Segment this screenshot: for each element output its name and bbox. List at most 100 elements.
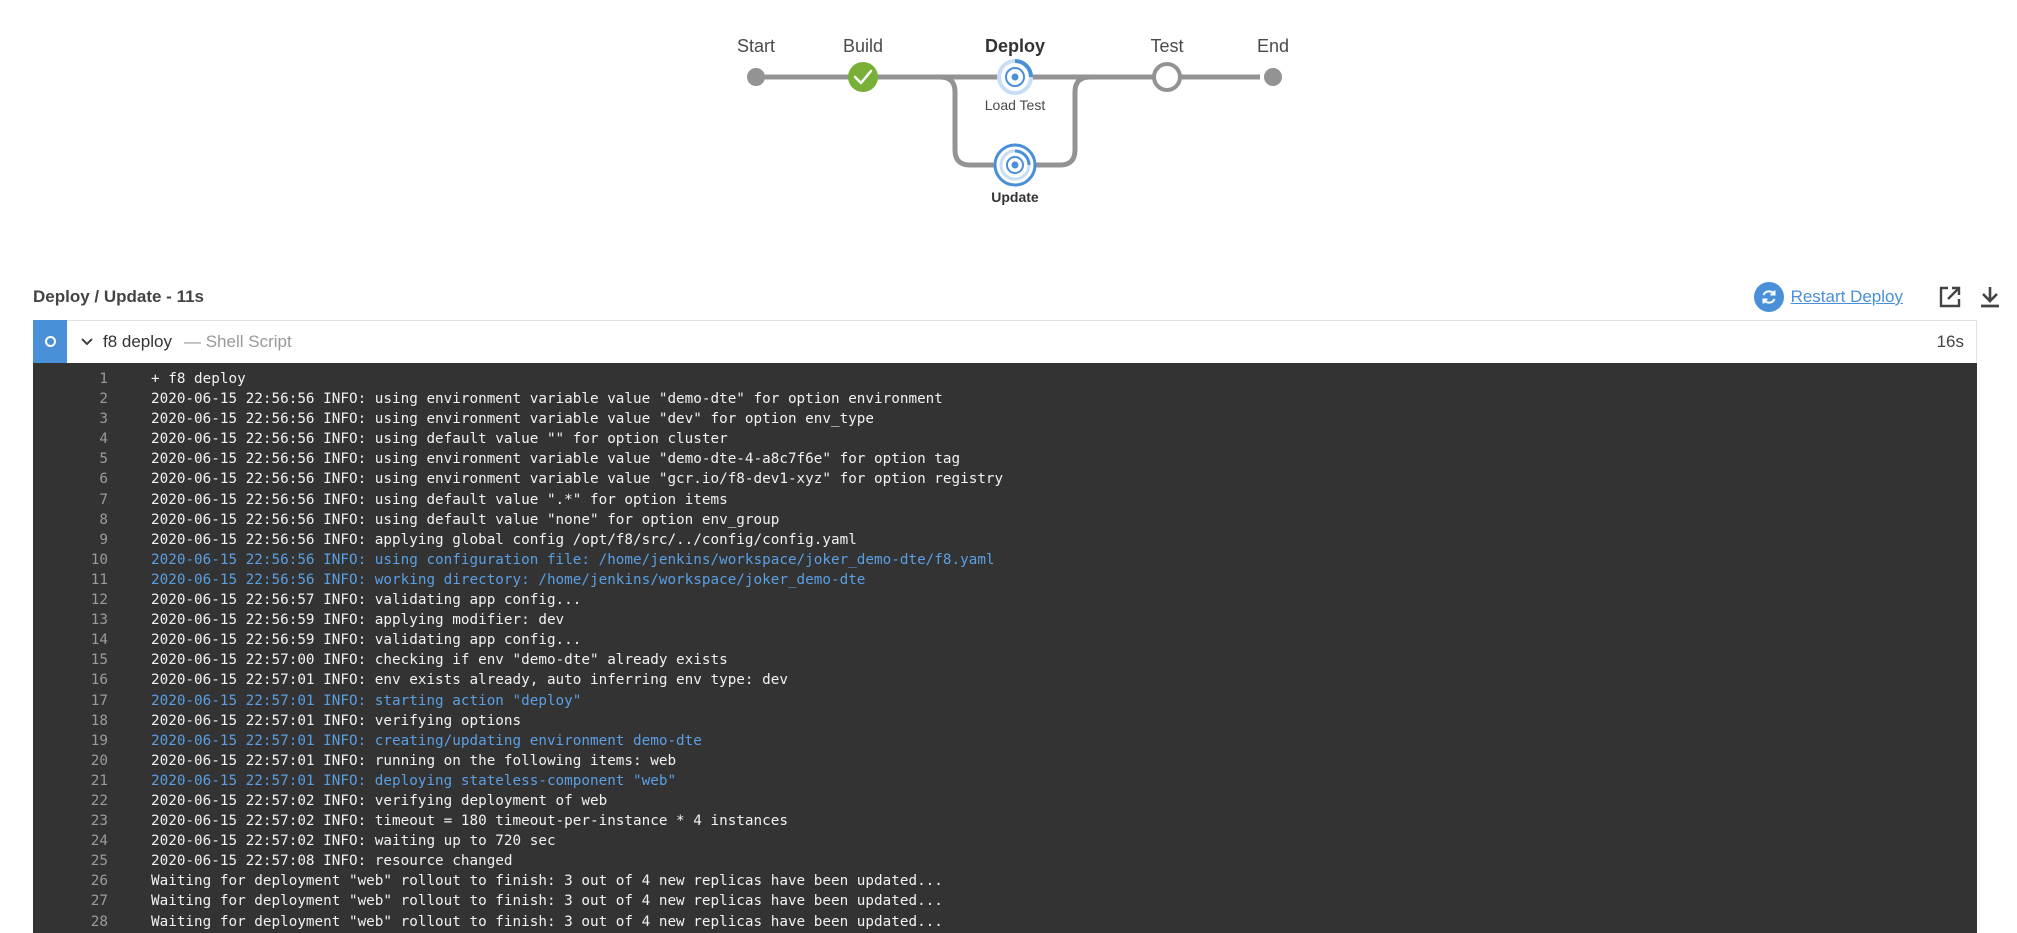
log-line-number[interactable]: 4 (99, 431, 108, 448)
log-line-number[interactable]: 3 (99, 411, 108, 428)
log-line-text: + f8 deploy (151, 371, 246, 387)
log-line-text: 2020-06-15 22:57:01 INFO: running on the… (151, 752, 677, 769)
log-line: 14 2020-06-15 22:56:59 INFO: validating a… (33, 630, 1977, 650)
log-line-text: 2020-06-15 22:56:56 INFO: using environm… (151, 451, 961, 468)
stage-end-node[interactable] (1264, 68, 1282, 86)
log-line-number[interactable]: 11 (90, 571, 108, 588)
log-line-text: 2020-06-15 22:57:01 INFO: creating/updat… (151, 732, 702, 749)
stage-label-start: Start (737, 36, 775, 56)
log-line-number[interactable]: 9 (99, 531, 108, 548)
log-line-number[interactable]: 8 (99, 511, 108, 528)
stage-build-node[interactable] (848, 62, 878, 92)
log-line-number[interactable]: 7 (99, 491, 108, 508)
log-line-text: 2020-06-15 22:56:56 INFO: working direct… (151, 571, 866, 588)
log-line-text: 2020-06-15 22:57:02 INFO: waiting up to … (151, 833, 556, 850)
log-console[interactable]: 1 + f8 deploy 2 2020-06-15 22:56:56 INFO: u… (33, 363, 1977, 933)
log-line: 12 2020-06-15 22:56:57 INFO: validating a… (33, 590, 1977, 610)
log-line: 26 Waiting for deployment "web" rollout t… (33, 871, 1977, 891)
log-line-number[interactable]: 14 (90, 632, 108, 649)
log-line-number[interactable]: 26 (90, 873, 108, 890)
log-line-text: 2020-06-15 22:57:00 INFO: checking if en… (151, 652, 728, 669)
log-line-text: Waiting for deployment "web" rollout to … (151, 873, 943, 890)
log-line: 13 2020-06-15 22:56:59 INFO: applying mod… (33, 610, 1977, 630)
log-line: 25 2020-06-15 22:57:08 INFO: resource cha… (33, 851, 1977, 871)
log-line: 11 2020-06-15 22:56:56 INFO: working dire… (33, 570, 1977, 590)
log-line: 19 2020-06-15 22:57:01 INFO: creating/upd… (33, 731, 1977, 751)
step-row[interactable]: f8 deploy — Shell Script 16s (33, 320, 1977, 363)
log-line: 5 2020-06-15 22:56:56 INFO: using environ… (33, 449, 1977, 469)
log-line-text: 2020-06-15 22:57:08 INFO: resource chang… (151, 853, 513, 870)
step-running-status-icon (33, 320, 67, 363)
log-line-number[interactable]: 27 (90, 893, 108, 910)
stage-update-node[interactable] (993, 143, 1037, 187)
log-line: 2 2020-06-15 22:56:56 INFO: using environ… (33, 389, 1977, 409)
download-icon[interactable] (1977, 284, 2003, 310)
log-line-number[interactable]: 20 (90, 752, 108, 769)
step-name: f8 deploy (103, 332, 172, 351)
pipeline-graph: Start Build Deploy Load Test Update Test… (737, 36, 1289, 205)
log-line-number[interactable]: 17 (90, 692, 108, 709)
log-line-text: 2020-06-15 22:56:56 INFO: using environm… (151, 391, 943, 408)
log-line-text: 2020-06-15 22:57:01 INFO: starting actio… (151, 692, 582, 709)
log-line-text: 2020-06-15 22:57:01 INFO: deploying stat… (151, 772, 677, 789)
stage-test-node[interactable] (1152, 62, 1182, 92)
restart-deploy-link[interactable]: Restart Deploy (1790, 287, 1903, 306)
stage-label-deploy: Deploy (985, 36, 1045, 56)
log-line-number[interactable]: 23 (90, 813, 108, 830)
log-line: 24 2020-06-15 22:57:02 INFO: waiting up t… (33, 831, 1977, 851)
stage-start-node[interactable] (747, 68, 765, 86)
log-line-text: 2020-06-15 22:56:59 INFO: applying modif… (151, 612, 565, 629)
log-line-number[interactable]: 1 (99, 371, 108, 387)
log-line: 21 2020-06-15 22:57:01 INFO: deploying st… (33, 771, 1977, 791)
log-line-text: 2020-06-15 22:56:56 INFO: using environm… (151, 411, 875, 428)
step-duration: 16s (1936, 332, 1964, 351)
log-line-number[interactable]: 19 (90, 732, 108, 749)
log-line: 27 Waiting for deployment "web" rollout t… (33, 891, 1977, 911)
log-line-number[interactable]: 24 (90, 833, 108, 850)
log-line: 16 2020-06-15 22:57:01 INFO: env exists a… (33, 670, 1977, 690)
log-line-text: 2020-06-15 22:57:02 INFO: verifying depl… (151, 792, 608, 809)
log-line-text: 2020-06-15 22:57:01 INFO: env exists alr… (151, 672, 788, 689)
open-external-icon[interactable] (1937, 284, 1963, 310)
log-line-number[interactable]: 28 (90, 913, 108, 930)
branch-label-update: Update (991, 189, 1039, 205)
log-line-text: Waiting for deployment "web" rollout to … (151, 893, 943, 910)
log-line-number[interactable]: 5 (99, 451, 108, 468)
log-line-text: 2020-06-15 22:56:56 INFO: using default … (151, 511, 780, 528)
log-line-text: 2020-06-15 22:56:59 INFO: validating app… (151, 632, 582, 649)
log-line-number[interactable]: 6 (99, 471, 108, 488)
stage-label-test: Test (1150, 36, 1183, 56)
stage-load-test-node[interactable] (997, 59, 1033, 95)
log-line: 15 2020-06-15 22:57:00 INFO: checking if … (33, 650, 1977, 670)
log-line: 10 2020-06-15 22:56:56 INFO: using config… (33, 550, 1977, 570)
log-line-text: 2020-06-15 22:56:56 INFO: using default … (151, 491, 728, 508)
log-line-number[interactable]: 18 (90, 712, 108, 729)
step-log-title: Deploy / Update - 11s (33, 287, 204, 306)
log-line: 4 2020-06-15 22:56:56 INFO: using default… (33, 429, 1977, 449)
log-line-number[interactable]: 16 (90, 672, 108, 689)
log-actions: Restart Deploy (1753, 281, 2003, 313)
stage-label-end: End (1257, 36, 1289, 56)
log-line-number[interactable]: 15 (90, 652, 108, 669)
log-line-number[interactable]: 2 (99, 391, 108, 408)
log-line-text: 2020-06-15 22:56:56 INFO: using configur… (151, 551, 995, 568)
log-line-number[interactable]: 21 (90, 772, 108, 789)
log-line: 28 Waiting for deployment "web" rollout t… (33, 912, 1977, 932)
chevron-down-icon[interactable] (79, 334, 95, 350)
log-line: 17 2020-06-15 22:57:01 INFO: starting act… (33, 691, 1977, 711)
log-line-text: 2020-06-15 22:56:57 INFO: validating app… (151, 592, 582, 609)
log-line-number[interactable]: 25 (90, 853, 108, 870)
log-line-text: 2020-06-15 22:56:56 INFO: using environm… (151, 471, 1004, 488)
log-line-text: 2020-06-15 22:56:56 INFO: using default … (151, 431, 728, 448)
log-line-number[interactable]: 12 (90, 592, 108, 609)
restart-icon[interactable] (1753, 282, 1784, 312)
stage-label-build: Build (843, 36, 883, 56)
log-line-number[interactable]: 10 (90, 551, 108, 568)
log-line-text: Waiting for deployment "web" rollout to … (151, 913, 943, 930)
log-line-number[interactable]: 13 (90, 612, 108, 629)
log-line-number[interactable]: 22 (90, 792, 108, 809)
log-line: 7 2020-06-15 22:56:56 INFO: using default… (33, 490, 1977, 510)
log-line: 6 2020-06-15 22:56:56 INFO: using environ… (33, 469, 1977, 489)
